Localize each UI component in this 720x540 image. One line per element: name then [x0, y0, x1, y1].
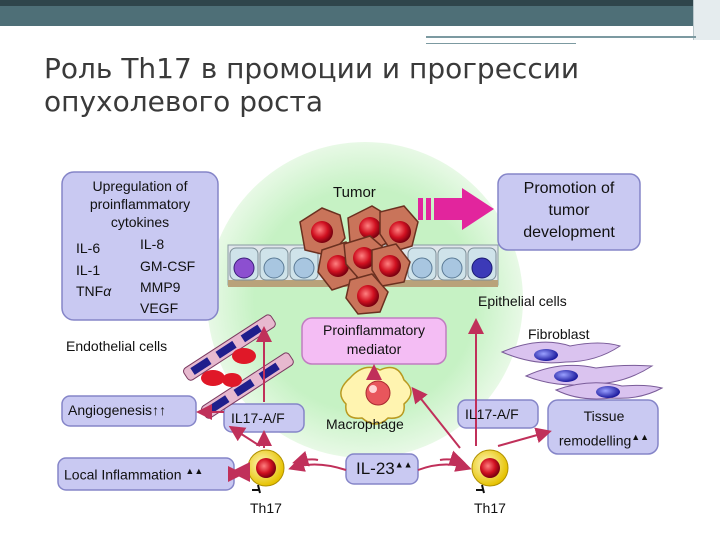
upregulation-box [61, 171, 219, 321]
local-inflammation-text: Local Inflammation [64, 466, 182, 483]
cytokine-tnf: TNFα [76, 283, 111, 299]
cytokine-vegf: VEGF [140, 300, 179, 316]
angiogenesis-up-arrows: ↑↑ [152, 402, 167, 418]
alpha-symbol: α [103, 283, 112, 299]
promotion-label: Promotion of tumor development [502, 178, 636, 244]
tumor-cluster [299, 205, 419, 315]
epithelial-cells [229, 247, 497, 281]
tumor-label: Tumor [333, 184, 376, 201]
fibroblast-cells [500, 341, 664, 400]
th17-cell-left [247, 449, 285, 494]
tissue-box [547, 399, 659, 455]
header-bar-dark [0, 0, 720, 6]
cytokine-mmp9: MMP9 [140, 279, 181, 295]
il23-marker: ▲▲ [394, 459, 413, 470]
cytokine-il8: IL-8 [140, 236, 165, 252]
tissue-marker: ▲▲ [631, 432, 650, 442]
local-inflammation-label: Local Inflammation ▲▲ [64, 466, 203, 483]
local-inflammation-marker: ▲▲ [185, 466, 204, 476]
header-rule-2 [426, 43, 576, 44]
cytokine-il6: IL-6 [76, 240, 101, 256]
header-rule-1 [426, 36, 696, 38]
macrophage-label: Macrophage [326, 416, 404, 432]
il23-label: IL-23▲▲ [356, 459, 413, 479]
header-bar [0, 6, 720, 26]
th17-cell-right [471, 449, 509, 494]
epithelial-label: Epithelial cells [478, 293, 567, 309]
angiogenesis-label-text: Angiogenesis [68, 402, 153, 418]
upregulation-heading-text: Upregulation of proinflammatory cytokine… [89, 178, 191, 230]
il23-right-arrow [417, 456, 472, 472]
macrophage-cell [340, 366, 412, 425]
promotion-arrow [418, 188, 494, 230]
cytokine-gmcsf: GM-CSF [140, 258, 196, 274]
promotion-box [497, 173, 641, 251]
header-corner [693, 0, 720, 40]
tissue-label: Tissue remodelling▲▲ [552, 406, 656, 452]
il17-right-box [457, 399, 539, 429]
endothelial-vessels [183, 314, 294, 419]
th17-right-label: Th17 [474, 500, 506, 516]
proinflammatory-label-text: Proinflammatory mediator [323, 322, 425, 357]
tissue-label-text: Tissue remodelling [558, 408, 632, 449]
cytokine-il1: IL-1 [76, 262, 101, 278]
proinflammatory-label: Proinflammatory mediator [304, 321, 444, 359]
upregulation-heading: Upregulation of proinflammatory cytokine… [66, 177, 214, 231]
il23-label-text: IL-23 [356, 459, 395, 478]
fibroblast-label: Fibroblast [528, 326, 590, 342]
il17-left-label: IL17-A/F [231, 410, 285, 426]
angiogenesis-label: Angiogenesis↑↑ [68, 402, 166, 418]
th17-left-label: Th17 [250, 500, 282, 516]
endothelial-label: Endothelial cells [66, 338, 168, 354]
cytokine-tnf-text: TNF [76, 283, 104, 299]
slide-title: Роль Th17 в промоции и прогрессии опухол… [44, 52, 580, 118]
il17-right-label: IL17-A/F [465, 406, 519, 422]
promotion-label-text: Promotion of tumor development [523, 180, 615, 241]
il23-left-arrow [288, 456, 347, 472]
